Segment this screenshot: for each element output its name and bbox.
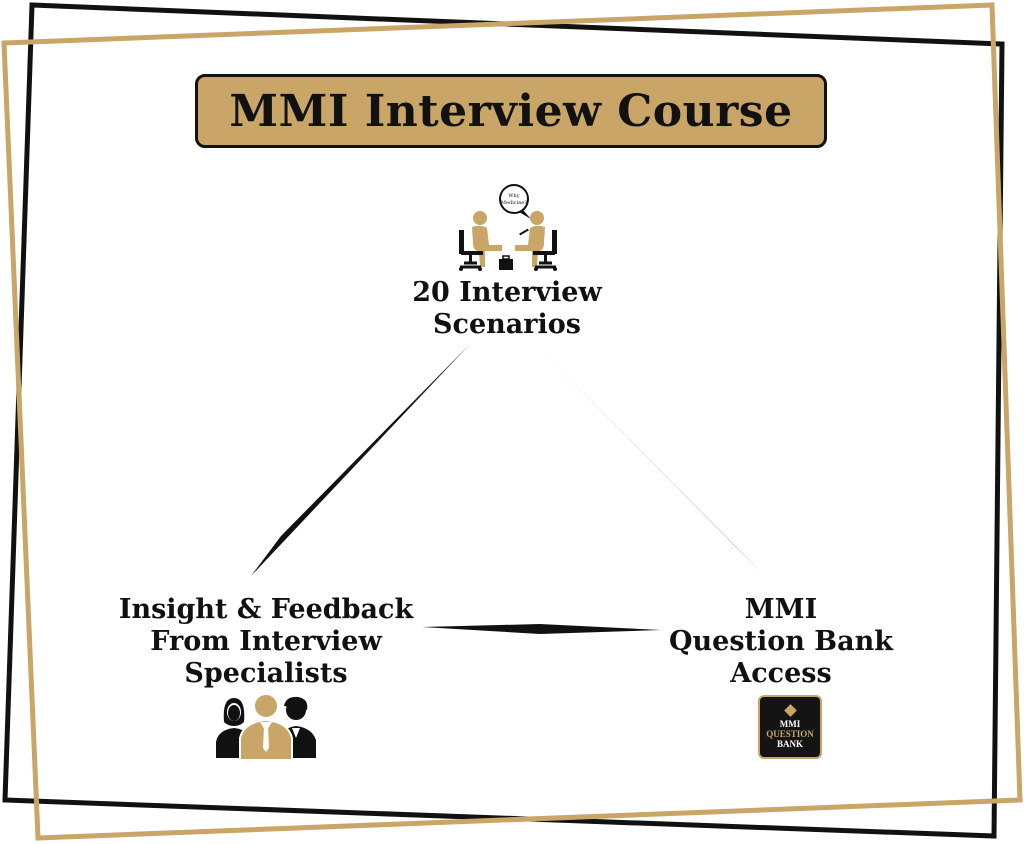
node-label-line: Scenarios: [433, 309, 581, 340]
speech-bubble-line-2: Medicine?: [501, 200, 527, 206]
node-label-scenarios: 20 Interview Scenarios: [388, 277, 626, 341]
page-title: MMI Interview Course: [229, 85, 793, 137]
badge-line: QUESTION: [766, 728, 814, 739]
question-bank-badge: MMI QUESTION BANK: [758, 695, 822, 759]
specialists-icon: [216, 693, 316, 761]
node-label-line: Access: [730, 658, 832, 689]
diamond-icon: [783, 703, 797, 717]
node-label-line: 20 Interview: [412, 277, 602, 308]
node-label-line: Specialists: [184, 658, 348, 689]
node-label-insight-feedback: Insight & Feedback From Interview Specia…: [106, 594, 426, 690]
black-frame: [2, 2, 1005, 839]
badge-line: BANK: [776, 738, 803, 749]
interview-icon: Why Medicine?: [459, 184, 557, 271]
title-box: MMI Interview Course: [195, 74, 827, 148]
badge-line: MMI: [779, 718, 801, 729]
connector-bottom: [422, 624, 661, 634]
speech-bubble-line-1: Why: [508, 193, 519, 199]
node-label-line: Question Bank: [669, 626, 893, 657]
connector-top-left: [251, 344, 470, 576]
node-label-line: Insight & Feedback: [118, 594, 414, 625]
connector-top-right: [535, 344, 765, 576]
node-label-line: From Interview: [150, 626, 382, 657]
speech-bubble-icon: Why Medicine?: [499, 184, 531, 219]
node-label-question-bank: MMI Question Bank Access: [650, 594, 912, 690]
node-label-line: MMI: [744, 594, 818, 625]
